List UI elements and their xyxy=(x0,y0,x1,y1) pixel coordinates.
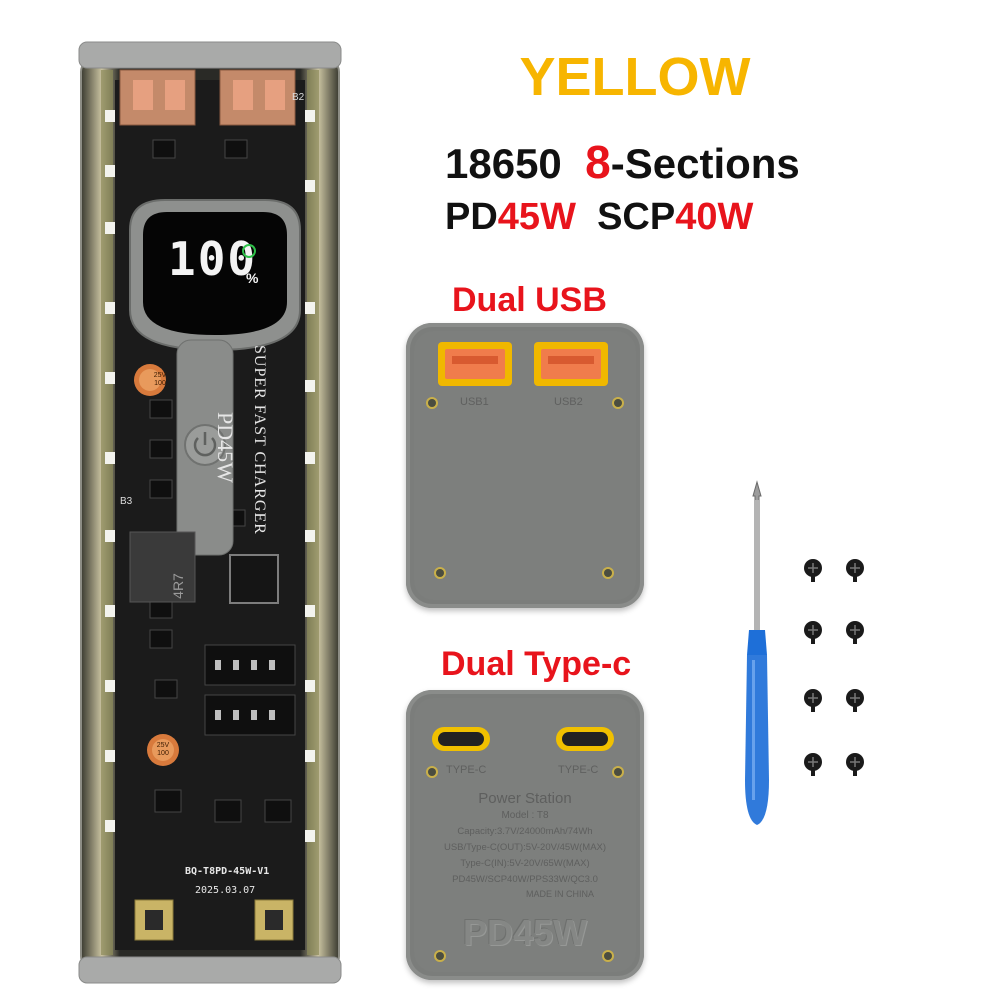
typec2-label: TYPE-C xyxy=(558,764,599,776)
screws-set xyxy=(804,559,864,776)
capacitor-rating-2: 25V 100 xyxy=(156,742,170,757)
capacitor-1 xyxy=(134,364,166,396)
inductor xyxy=(129,531,196,603)
display-unit: % xyxy=(246,270,259,286)
controller-chip xyxy=(229,554,279,604)
screw-hole-icon xyxy=(614,768,622,776)
screw-hole-icon xyxy=(436,569,444,577)
dual-typec-label: Dual Type-c xyxy=(441,645,632,683)
usb2-label: USB2 xyxy=(554,396,583,408)
screw-hole-icon xyxy=(428,768,436,776)
dual-usb-label: Dual USB xyxy=(452,281,607,319)
tagline-text: SUPER FAST CHARGER xyxy=(251,345,268,535)
station-title: Power Station xyxy=(478,790,572,807)
side-leds xyxy=(105,110,315,842)
screw-hole-icon xyxy=(604,952,612,960)
spec-line-4: PD45W/SCP40W/PPS33W/QC3.0 xyxy=(452,874,598,885)
screw-hole-icon xyxy=(614,399,622,407)
scp-prefix: SCP xyxy=(597,196,676,238)
usb-port-2 xyxy=(534,342,608,386)
usb1-label: USB1 xyxy=(460,396,489,408)
cells-sections-line: 18650 8-Sections xyxy=(445,135,800,189)
protocol-line: PD45W SCP40W xyxy=(445,196,753,239)
typec-end-cap: TYPE-C TYPE-C Power Station Model : T8 C… xyxy=(406,690,644,980)
screw-hole-icon xyxy=(428,399,436,407)
display-value: 100 xyxy=(168,232,258,286)
spec-line-2: USB/Type-C(OUT):5V-20V/45W(MAX) xyxy=(443,842,607,853)
capacitor-2 xyxy=(147,734,179,766)
top-end-cap xyxy=(78,41,342,69)
typec1-label: TYPE-C xyxy=(446,764,487,776)
pd-prefix: PD xyxy=(445,196,498,238)
screw-hole-icon xyxy=(436,952,444,960)
bank-label-b2: B2 xyxy=(292,92,305,103)
power-bank-image xyxy=(78,41,342,984)
embossed-brand: PD45W xyxy=(462,912,588,953)
typec-port-2 xyxy=(556,727,614,751)
spec-line-1: Capacity:3.7V/24000mAh/74Wh xyxy=(457,826,593,837)
model-text: Model : T8 xyxy=(501,810,549,821)
spec-line-3: Type-C(IN):5V-20V/65W(MAX) xyxy=(460,858,590,869)
screwdriver-icon xyxy=(745,480,769,825)
board-id: BQ-T8PD-45W-V1 xyxy=(185,866,270,877)
color-title: YELLOW xyxy=(519,47,751,107)
charging-indicator-icon xyxy=(242,244,256,258)
usb-port-1 xyxy=(438,342,512,386)
made-in-text: MADE IN CHINA xyxy=(526,889,595,899)
screw-hole-icon xyxy=(604,569,612,577)
board-date: 2025.03.07 xyxy=(195,885,256,896)
sections-text: -Sections xyxy=(610,140,800,187)
top-usb-ports xyxy=(119,69,296,126)
bottom-end-cap xyxy=(78,956,342,984)
cell-type: 18650 xyxy=(445,140,562,187)
sections-number: 8 xyxy=(585,136,611,188)
brand-text: PD45W xyxy=(213,412,238,483)
capacitor-rating-1: 25V 100 xyxy=(153,372,167,387)
scp-value: 40W xyxy=(675,196,754,238)
pd-value: 45W xyxy=(497,196,576,238)
usb-end-cap: USB1 USB2 xyxy=(406,323,644,608)
inductor-code: 4R7 xyxy=(169,573,186,599)
battery-display xyxy=(129,199,301,352)
typec-port-1 xyxy=(432,727,490,751)
bank-label-b3: B3 xyxy=(120,496,133,507)
